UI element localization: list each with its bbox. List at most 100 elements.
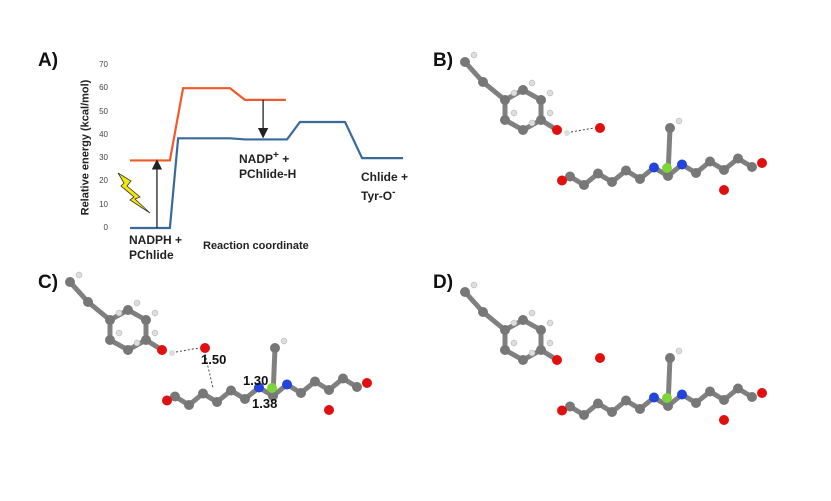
hydrogen-bond (204, 353, 214, 389)
hydrogen-atom (528, 349, 536, 357)
atom (649, 392, 659, 403)
atom (691, 398, 701, 408)
annotation-line: + (282, 152, 290, 166)
x-axis-label: Reaction coordinate (203, 240, 309, 252)
y-axis-label: Relative energy (kcal/mol) (79, 79, 92, 216)
y-tick-label: 40 (99, 129, 108, 139)
hydrogen-atom (169, 350, 175, 356)
hydrogen-atom (151, 309, 159, 317)
panel-label-a: A) (38, 50, 59, 71)
atom (296, 388, 306, 398)
annotation-end: Chlide +Tyr-O- (361, 170, 408, 204)
carbon-atom (500, 95, 510, 105)
hydrogen-atom (115, 309, 123, 317)
oxygen-atom (719, 185, 729, 195)
atom (649, 162, 659, 173)
carbon-atom (665, 123, 675, 133)
atom (579, 180, 589, 190)
hydrogen-atom (675, 347, 683, 355)
atom (747, 392, 757, 402)
hydrogen-atom (470, 281, 478, 289)
hydrogen-atom (133, 299, 141, 307)
atom (565, 401, 575, 412)
y-tick-label: 30 (99, 153, 108, 163)
carbon-atom (500, 325, 510, 335)
distance-label: 1.50 (201, 352, 227, 367)
carbon-atom (665, 353, 675, 363)
oxygen-atom (757, 388, 767, 398)
carbon-atom (536, 95, 546, 105)
superscript: + (273, 150, 279, 161)
atom (607, 177, 617, 187)
atom (607, 407, 617, 417)
carbon-atom (105, 315, 115, 325)
y-tick-label: 20 (99, 176, 108, 186)
annotation-line: NADPH + (129, 233, 183, 247)
carbon-atom (270, 343, 280, 353)
hydrogen-atom (546, 339, 554, 347)
hydrogen-atom (528, 79, 536, 87)
carbon-atom (518, 125, 528, 135)
atom (593, 168, 603, 179)
carbon-atom (478, 77, 488, 87)
atom (338, 373, 348, 384)
atom (621, 165, 631, 176)
carbon-atom (536, 115, 546, 125)
atom (170, 391, 180, 402)
carbon-atom (460, 57, 470, 67)
atom (254, 382, 264, 393)
hydrogen-atom (675, 117, 683, 125)
atom (747, 162, 757, 172)
annotation-line: Chlide + (361, 170, 409, 184)
water-oxygen-atom (200, 343, 210, 353)
oxygen-atom (162, 395, 172, 406)
magnesium-atom (267, 383, 277, 393)
carbon-atom (141, 315, 151, 325)
oxygen-atom (719, 415, 729, 425)
atom (705, 386, 715, 397)
carbon-atom (460, 287, 470, 297)
hydrogen-bond (570, 127, 595, 133)
oxygen-atom (362, 378, 372, 388)
atom (212, 397, 222, 407)
carbon-atom (105, 335, 115, 345)
hydrogen-bond (175, 347, 200, 353)
hydrogen-atom (510, 339, 518, 347)
annotation-line: NADP (239, 152, 274, 166)
atom (677, 159, 687, 170)
y-tick-label: 70 (99, 59, 108, 69)
oxygen-atom (552, 355, 562, 365)
atom (719, 165, 729, 175)
carbon-atom (536, 345, 546, 355)
carbon-atom (123, 345, 133, 355)
carbon-atom (65, 277, 75, 287)
y-tick-label: 10 (99, 199, 108, 209)
annotation-line: PChlide-H (239, 167, 297, 181)
atom (324, 385, 334, 395)
annotation-start: NADPH +PChlide (129, 233, 182, 263)
series-line-excited-state (130, 87, 286, 162)
atom (198, 388, 208, 399)
atom (677, 389, 687, 400)
panel-label-d: D) (433, 272, 454, 293)
atom (184, 400, 194, 410)
carbon-atom (518, 315, 528, 325)
annotation-intermediate: NADP+ +PChlide-H (239, 148, 296, 182)
atom (691, 168, 701, 178)
atom (733, 383, 743, 394)
atom (240, 394, 250, 404)
atom (635, 174, 645, 184)
y-tick-label: 60 (99, 83, 108, 93)
magnesium-atom (662, 393, 672, 403)
carbon-atom (518, 355, 528, 365)
lightning-icon (117, 172, 151, 214)
atom (268, 391, 278, 401)
atom (719, 395, 729, 405)
hydrogen-atom (75, 271, 83, 279)
water-oxygen-atom (595, 123, 605, 133)
carbon-atom (536, 325, 546, 335)
hydrogen-atom (470, 51, 478, 59)
superscript: - (392, 187, 396, 198)
